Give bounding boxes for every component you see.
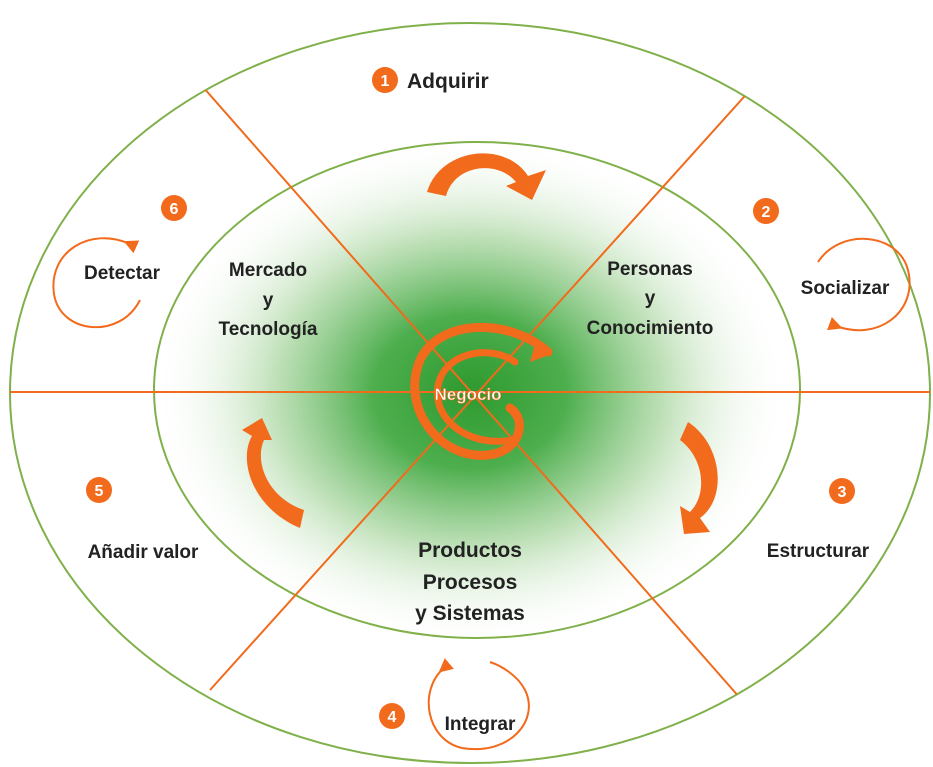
step-label-integrar: Integrar bbox=[445, 714, 516, 735]
svg-text:5: 5 bbox=[95, 483, 104, 500]
step-label-adquirir: Adquirir bbox=[407, 70, 489, 93]
svg-text:2: 2 bbox=[762, 204, 771, 221]
svg-text:1: 1 bbox=[381, 73, 390, 90]
step-badge-3: 3 bbox=[829, 478, 855, 504]
svg-text:Procesos: Procesos bbox=[423, 571, 518, 594]
step-badge-4: 4 bbox=[379, 703, 405, 729]
quadrant-label-productos-procesos-sistemas: Productos Procesos y Sistemas bbox=[415, 539, 525, 625]
center-label: Negocio bbox=[434, 385, 501, 404]
cycle-arrow-socializar bbox=[817, 238, 911, 332]
svg-text:Tecnología: Tecnología bbox=[219, 319, 318, 340]
divider-diagonal-a bbox=[202, 86, 741, 699]
step-badge-1: 1 bbox=[372, 67, 398, 93]
svg-text:6: 6 bbox=[170, 201, 179, 218]
step-badge-6: 6 bbox=[161, 195, 187, 221]
svg-text:y: y bbox=[645, 288, 656, 309]
svg-text:y Sistemas: y Sistemas bbox=[415, 602, 525, 625]
step-badge-5: 5 bbox=[86, 477, 112, 503]
step-label-detectar: Detectar bbox=[84, 263, 161, 284]
svg-text:y: y bbox=[263, 290, 274, 311]
cycle-arrow-detectar bbox=[52, 237, 141, 329]
svg-text:Conocimiento: Conocimiento bbox=[587, 318, 714, 339]
quadrant-label-personas-conocimiento: Personas y Conocimiento bbox=[587, 259, 714, 339]
cycle-arrow-integrar bbox=[427, 658, 530, 751]
step-label-estructurar: Estructurar bbox=[767, 541, 870, 562]
svg-text:Productos: Productos bbox=[418, 539, 522, 562]
flow-arrow-top bbox=[427, 153, 546, 200]
step-badge-2: 2 bbox=[753, 198, 779, 224]
quadrant-label-mercado-tecnologia: Mercado y Tecnología bbox=[219, 260, 318, 340]
svg-text:Mercado: Mercado bbox=[229, 260, 307, 281]
center-swirl bbox=[410, 322, 553, 460]
flow-arrow-right bbox=[680, 422, 718, 534]
step-label-anadir-valor: Añadir valor bbox=[88, 542, 199, 563]
svg-text:4: 4 bbox=[388, 709, 397, 726]
svg-text:3: 3 bbox=[838, 484, 847, 501]
svg-text:Personas: Personas bbox=[607, 259, 693, 280]
inner-ring bbox=[153, 141, 801, 639]
step-label-socializar: Socializar bbox=[801, 278, 890, 299]
divider-diagonal-b bbox=[209, 87, 753, 691]
flow-arrow-left bbox=[242, 418, 304, 528]
